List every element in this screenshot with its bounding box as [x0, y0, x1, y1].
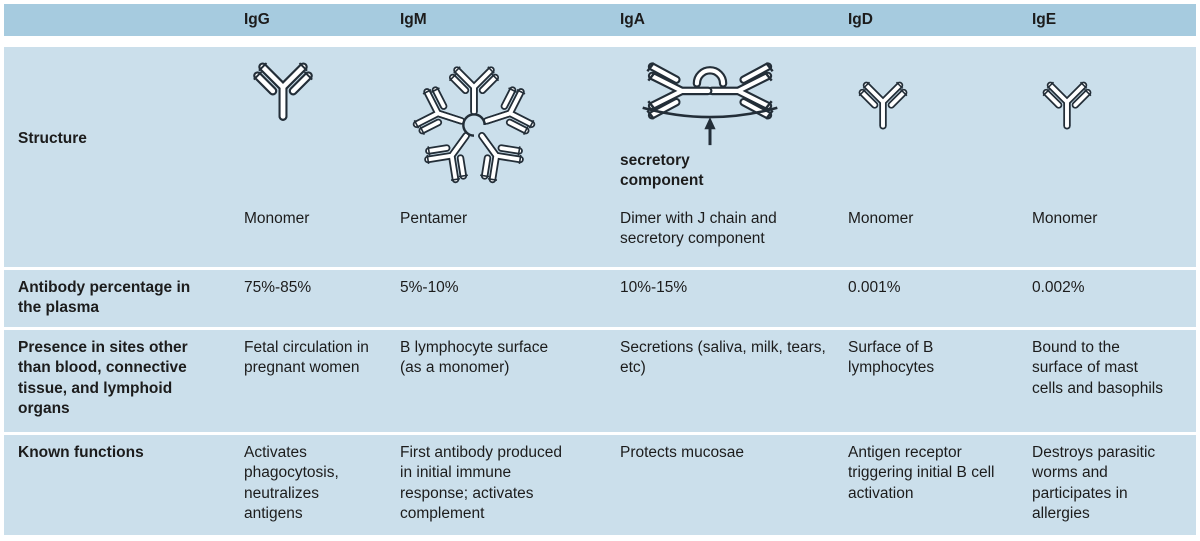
- row-label-presence: Presence in sites other than blood, conn…: [4, 330, 236, 432]
- structure-type-label: Monomer: [848, 210, 914, 227]
- iga-structure-drawing: secretory component: [620, 47, 830, 207]
- structure-row: Structure Monomer Pentame: [4, 47, 1196, 267]
- structure-cell-iga: secretory component Dimer with J chain a…: [612, 47, 840, 267]
- presence-igg: Fetal circulation in pregnant women: [244, 339, 369, 377]
- antibody-dimer-icon: [642, 61, 778, 146]
- structure-type-label: Pentamer: [400, 210, 468, 227]
- row-label-structure: Structure: [4, 47, 236, 267]
- presence-igd: Surface of B lymphocytes: [848, 339, 935, 377]
- igg-structure-drawing: [244, 47, 382, 207]
- column-header-ige: IgE: [1032, 10, 1057, 28]
- structure-cell-ige: Monomer: [1024, 47, 1196, 267]
- column-header-igg: IgG: [244, 10, 270, 28]
- column-header-iga: IgA: [620, 10, 645, 28]
- antibody-pentamer-icon: [400, 55, 548, 195]
- row-label-functions: Known functions: [4, 435, 236, 535]
- row-label-text: Known functions: [18, 444, 144, 461]
- functions-igg: Activates phagocytosis, neutralizes anti…: [244, 444, 339, 523]
- presence-row: Presence in sites other than blood, conn…: [4, 330, 1196, 432]
- row-label-percentage: Antibody percentage in the plasma: [4, 270, 236, 327]
- structure-type-label: Dimer with J chain and secretory compone…: [620, 210, 777, 248]
- functions-igm: First antibody produced in initial immun…: [400, 444, 562, 523]
- secretory-component-annotation: secretory component: [620, 152, 704, 190]
- antibody-monomer-icon: [250, 59, 316, 123]
- header-separator: [4, 36, 1196, 47]
- row-label-text: Antibody percentage in the plasma: [18, 279, 191, 317]
- antibody-monomer-icon: [1040, 79, 1094, 131]
- table-header: IgG IgM IgA IgD IgE: [4, 4, 1196, 36]
- row-label-text: Structure: [18, 130, 87, 147]
- structure-cell-igm: Pentamer: [392, 47, 612, 267]
- percentage-igg: 75%-85%: [244, 279, 312, 296]
- percentage-row: Antibody percentage in the plasma 75%-85…: [4, 270, 1196, 327]
- ige-structure-drawing: [1032, 47, 1166, 207]
- igm-structure-drawing: [400, 47, 572, 207]
- percentage-igm: 5%-10%: [400, 279, 459, 296]
- igd-structure-drawing: [848, 47, 1014, 207]
- antibody-monomer-icon: [856, 79, 910, 131]
- percentage-ige: 0.002%: [1032, 279, 1085, 296]
- presence-igm: B lymphocyte surface (as a monomer): [400, 339, 549, 377]
- structure-type-label: Monomer: [1032, 210, 1098, 227]
- structure-cell-igd: Monomer: [840, 47, 1024, 267]
- functions-iga: Protects mucosae: [620, 444, 745, 461]
- column-header-igd: IgD: [848, 10, 873, 28]
- presence-iga: Secretions (saliva, milk, tears, etc): [620, 339, 826, 377]
- functions-ige: Destroys parasitic worms and participate…: [1032, 444, 1156, 523]
- percentage-iga: 10%-15%: [620, 279, 688, 296]
- column-header-igm: IgM: [400, 10, 427, 28]
- row-label-text: Presence in sites other than blood, conn…: [18, 339, 188, 418]
- structure-cell-igg: Monomer: [236, 47, 392, 267]
- structure-type-label: Monomer: [244, 210, 310, 227]
- presence-ige: Bound to the surface of mast cells and b…: [1032, 339, 1163, 397]
- functions-igd: Antigen receptor triggering initial B ce…: [848, 444, 995, 502]
- percentage-igd: 0.001%: [848, 279, 901, 296]
- functions-row: Known functions Activates phagocytosis, …: [4, 435, 1196, 535]
